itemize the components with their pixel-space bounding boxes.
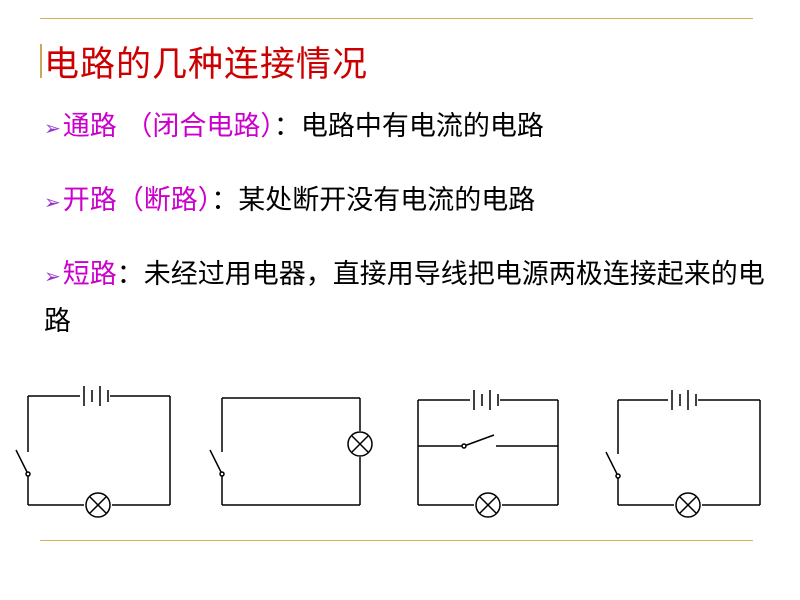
bullet-definition: 电路中有电流的电路: [300, 111, 544, 142]
switch-icon: [209, 449, 225, 477]
circuit-diagram-closed: [15, 386, 171, 518]
switch-icon: [15, 449, 31, 477]
lamp-icon: [475, 492, 501, 518]
bullet-definition: 未经过用电器，直接用导线把电源两极连接起来的电路: [44, 259, 765, 337]
bottom-divider: [40, 540, 753, 541]
switch-icon: [605, 451, 621, 479]
battery-icon: [473, 390, 499, 410]
bullet-closed-circuit: ➢通路 （闭合电路）：电路中有电流的电路: [44, 104, 544, 151]
bullet-separator: ：: [116, 259, 144, 290]
lamp-icon: [85, 492, 111, 518]
circuit-diagram-short: [417, 390, 559, 518]
circuit-diagrams: [15, 386, 761, 518]
battery-icon: [83, 386, 109, 406]
circuit-diagram-open: [605, 390, 761, 518]
bullet-definition: 某处断开没有电流的电路: [238, 185, 536, 216]
bullet-separator: ：: [273, 111, 301, 142]
slide-title: 电路的几种连接情况: [44, 45, 369, 85]
battery-icon: [671, 390, 697, 410]
bullet-term: 开路（断路）: [62, 185, 212, 216]
lamp-icon: [675, 492, 701, 518]
circuit-diagram-loop: [209, 397, 373, 506]
bullet-arrow-icon: ➢: [44, 264, 61, 288]
bullet-short-circuit: ➢短路：未经过用电器，直接用导线把电源两极连接起来的电路: [44, 252, 774, 345]
bullet-arrow-icon: ➢: [44, 190, 61, 214]
bullet-separator: ：: [211, 185, 239, 216]
bullet-term: 短路: [62, 259, 117, 290]
top-divider: [40, 18, 753, 19]
bullet-open-circuit: ➢开路（断路）：某处断开没有电流的电路: [44, 178, 535, 225]
switch-icon: [461, 434, 495, 449]
lamp-icon: [347, 431, 373, 457]
bullet-term: 通路 （闭合电路）: [62, 111, 274, 142]
title-accent-bar: [40, 44, 42, 78]
bullet-arrow-icon: ➢: [44, 116, 61, 140]
